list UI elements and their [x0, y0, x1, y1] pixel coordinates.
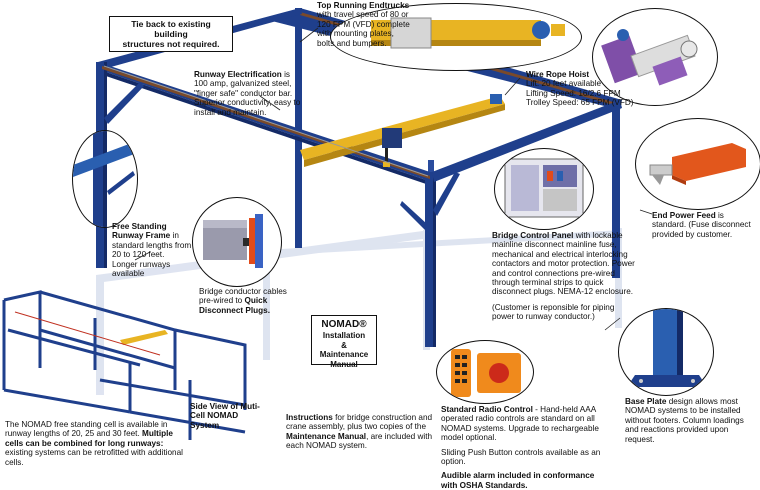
control-panel-callout [494, 148, 594, 230]
runway-frame-label: Free Standing Runway Frame in standard l… [112, 222, 192, 279]
electrification-label: Runway Electrification is 100 amp, galva… [194, 70, 301, 117]
building-tieback-notice: Tie back to existing building structures… [109, 16, 233, 52]
leader-lines [134, 27, 653, 331]
side-view-label: Side View of Muti- Cell NOMAD System [190, 402, 260, 430]
control-panel-label: Bridge Control Panel with lockable mainl… [492, 231, 635, 322]
radio-control-callout [436, 340, 534, 404]
side-view-bridge [120, 330, 168, 345]
instructions-label: Instructions for bridge construction and… [286, 413, 433, 451]
base-plate-label: Base Plate design allows most NOMAD syst… [625, 397, 744, 444]
radio-control-label: Standard Radio Control - Hand-held AAA o… [441, 405, 601, 490]
power-feed-label: End Power Feed is standard. (Fuse discon… [652, 211, 751, 239]
side-view-multi-cell [2, 290, 247, 440]
nomad-cell-label: The NOMAD free standing cell is availabl… [5, 420, 183, 467]
hoist-label: Wire Rope Hoist Lift: 20 feet available … [526, 70, 634, 108]
side-view-rail [14, 311, 161, 356]
conductor-callout [192, 197, 282, 287]
endtruck-callout [330, 3, 582, 71]
hoist-callout [592, 8, 718, 106]
conductor-label: Bridge conductor cables pre-wired to Qui… [199, 287, 287, 315]
power-feed-callout [635, 118, 760, 210]
nomad-manual: NOMAD® Installation & Maintenance Manual [311, 315, 377, 369]
runway-frame-callout [72, 130, 138, 228]
endtrucks-label: Top Running Endtrucks with travel speed … [317, 1, 410, 48]
base-plate-callout [618, 308, 714, 396]
